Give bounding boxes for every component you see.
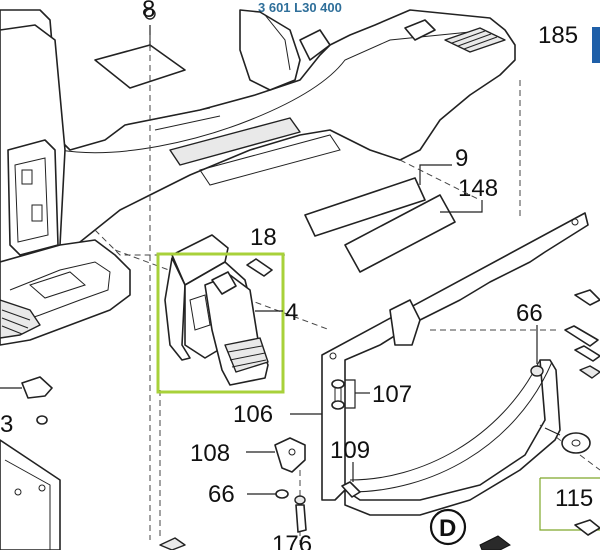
label-plate-9 (304, 177, 426, 237)
callout-66-lower: 66 (208, 481, 235, 508)
callout-115: 115 (555, 485, 593, 512)
page-number: 185 (538, 22, 578, 49)
callout-4: 4 (285, 299, 298, 326)
page-accent-bar (592, 27, 600, 63)
callout-148: 148 (458, 175, 498, 202)
switch-assembly (164, 234, 273, 386)
callout-108: 108 (190, 440, 230, 467)
nut-66-upper (530, 325, 544, 377)
callout-109: 109 (330, 437, 370, 464)
pin-176 (294, 495, 307, 533)
highlight-box-part-115 (539, 477, 600, 531)
callout-66-upper: 66 (516, 300, 543, 327)
view-marker-d (429, 508, 467, 546)
callout-9: 9 (455, 145, 468, 172)
clamp-108 (246, 437, 306, 473)
callout-3: 3 (0, 411, 13, 438)
highlight-box-part-4 (156, 252, 285, 394)
callout-d: D (439, 515, 456, 542)
right-bottom-fastener (574, 519, 600, 536)
bottom-fastener (159, 537, 186, 550)
lower-left-housing (0, 439, 61, 550)
label-plate-148 (344, 194, 456, 273)
callout-106: 106 (233, 401, 273, 428)
knob-bottom (479, 535, 511, 550)
callout-176: 176 (272, 531, 312, 550)
document-number: 3 601 L30 400 (258, 0, 342, 15)
washer-66-lower (247, 489, 289, 499)
left-small-parts (0, 376, 53, 425)
callout-8: 8 (142, 0, 155, 23)
washer-115 (544, 427, 591, 454)
fastener-107 (331, 379, 370, 410)
callout-107: 107 (372, 381, 412, 408)
callout-8-marker (144, 8, 156, 20)
guard-plate (321, 212, 589, 516)
screw-109 (341, 462, 361, 498)
callout-18: 18 (250, 224, 277, 251)
right-screws (564, 289, 600, 379)
main-housing (0, 9, 516, 346)
